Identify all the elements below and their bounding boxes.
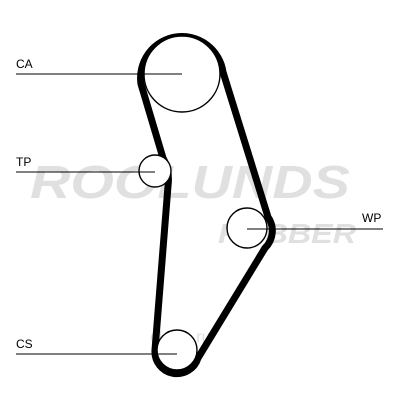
- watermark-brand: ROOLUNDS: [30, 156, 350, 208]
- crankshaft-pulley: [156, 329, 198, 371]
- label-ca: CA: [16, 57, 33, 71]
- watermark: ROOLUNDS RUBBER elcats.ru: [30, 156, 357, 346]
- water-pump-pulley: [226, 207, 268, 249]
- label-cs: CS: [16, 337, 33, 351]
- label-tp: TP: [16, 155, 31, 169]
- label-wp: WP: [362, 211, 381, 225]
- tensioner-pulley: [138, 154, 172, 188]
